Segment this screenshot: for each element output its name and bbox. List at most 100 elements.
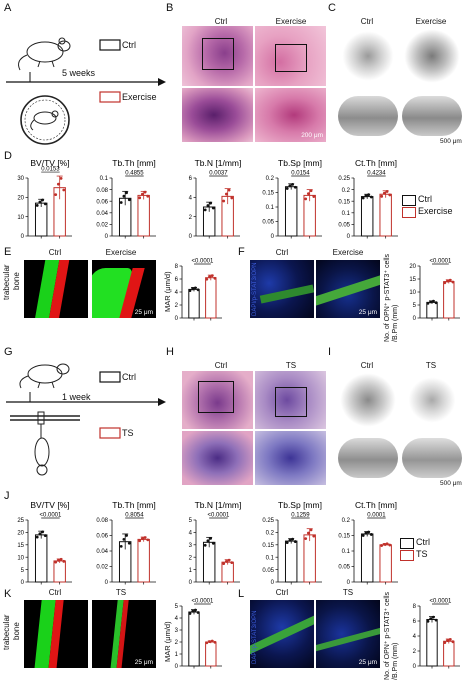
ct-cortical-ts [402,438,462,478]
y-tick-label: 0 [21,580,25,586]
data-point [224,192,228,196]
data-point [62,559,66,563]
data-point [293,185,297,189]
legend-d-ctrl-box [402,195,416,206]
y-tick-label: 0.1 [342,549,351,555]
data-point [140,537,144,541]
ct-trabecular-ctrl [338,27,398,85]
legend-d-exercise: Exercise [418,206,453,216]
if-col-ctrl-bottom: Ctrl [275,588,289,597]
legend-d-ctrl: Ctrl [418,194,432,204]
y-tick-label: 0.25 [338,176,350,182]
data-point [448,638,452,641]
chart-d-1: Tb.Th [mm]00.020.040.060.080.10.4855 [96,158,156,240]
data-point [443,641,447,644]
schematic-tail-suspension [6,363,166,476]
p-value: <0.0001 [429,259,452,265]
data-point [285,187,289,190]
data-point [309,528,313,532]
y-tick-label: 0.06 [96,199,108,205]
data-point [364,194,368,198]
data-point [125,534,128,537]
data-point [146,538,150,542]
chart-title: Tb.N [1/mm] [195,158,242,168]
y-tick-label: 5 [175,604,179,610]
ct-cortical-exercise [402,96,462,136]
he-image-ts-high [255,431,326,485]
bar [137,194,150,237]
y-tick-label: 2 [189,555,193,561]
mar-col-exercise: Exercise [105,248,137,257]
bar [360,533,374,583]
data-point [206,539,210,543]
data-point [306,531,310,535]
data-point [380,544,384,547]
legend-box-ctrl [99,39,121,51]
y-tick-label: 0.02 [96,565,108,571]
y-tick-label: 0 [271,234,275,240]
y-tick-label: 3 [189,543,193,549]
y-tick-label: 0.06 [96,534,108,540]
y-tick-label: 0.15 [338,199,350,205]
he-image-ctrl-low [182,26,253,86]
data-point [382,543,386,546]
y-tick-label: 0 [21,234,25,240]
data-point [140,192,144,196]
data-point [227,558,231,562]
data-point [138,196,142,200]
y-tick-label: 1 [189,568,193,574]
chart-d-4: Ct.Th [mm]00.050.10.150.20.250.4234 [338,158,398,240]
if-scale-bar-bottom: 25 μm [358,659,377,666]
panel-label-j: J [4,490,10,502]
data-point [143,190,147,194]
data-point [429,300,433,304]
bar [360,196,374,237]
data-point [285,541,289,544]
y-tick-label: 0 [413,316,417,322]
mar-scale-bar-bottom: 25 μm [134,659,153,666]
ct-trabecular-exercise [402,27,462,85]
calcein-image-ts: 25 μm [92,600,156,668]
data-point [194,608,197,612]
data-point [143,536,147,539]
panel-label-i: I [328,346,332,358]
legend-ctrl-label-bottom: Ctrl [122,372,136,382]
p-value: 0.4855 [125,171,144,177]
y-tick-label: 1 [175,652,179,658]
data-point [432,615,435,619]
panel-label-c: C [328,2,336,14]
ct-scale-bar-bottom: 500 μm [440,480,462,487]
panel-label-a: A [4,2,12,14]
legend-d-exercise-box [402,207,416,218]
data-point [188,612,192,615]
he-scale-bar: 200 μm [301,132,323,139]
legend-j-ctrl-box [400,538,414,549]
data-point [203,208,207,212]
y-tick-label: 6 [189,176,193,182]
y-tick-label: 0.15 [338,534,350,540]
y-tick-label: 10 [17,555,24,561]
duration-label: 5 weeks [62,68,96,78]
mouse-icon [18,37,71,71]
y-tick-label: 0.2 [266,176,275,182]
bar [34,534,48,583]
ct-cortical-ctrl-bottom [338,438,398,478]
y-tick-label: 0.02 [96,223,108,229]
data-point [434,301,438,305]
he-image-ctrl-high [182,88,253,142]
data-point [35,535,39,539]
bar [205,641,217,667]
y-tick-label: 6 [175,277,179,283]
row-label-top-2: bone [12,272,21,290]
y-tick-label: 20 [17,531,24,537]
panel-label-l: L [238,588,245,600]
he-col-exercise: Exercise [275,17,307,26]
mar-scale-bar: 25 μm [134,309,153,316]
he-col-ts: TS [285,361,297,370]
data-point [38,200,42,204]
data-point [288,538,292,542]
data-point [38,532,42,536]
